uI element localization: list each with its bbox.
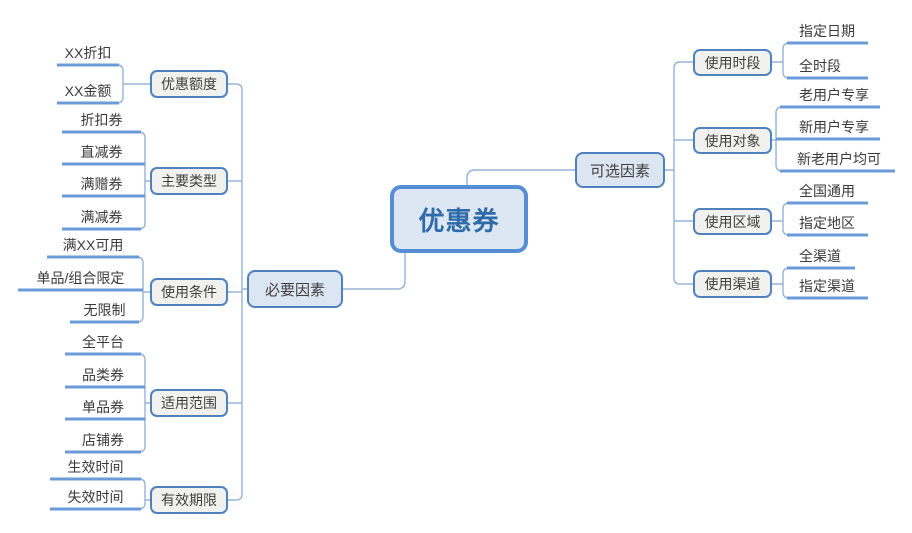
leaf-node-full-reduction-coupon[interactable]: 满减券 <box>80 209 123 225</box>
leaf-node-category-coupon[interactable]: 品类券 <box>82 367 124 383</box>
leaf-node-store-coupon[interactable]: 店铺券 <box>82 432 124 448</box>
topic-node-usage-region[interactable]: 使用区域 <box>693 208 772 235</box>
branch-node-required-factors[interactable]: 必要因素 <box>247 270 343 308</box>
topic-node-applicable-scope[interactable]: 适用范围 <box>150 389 228 417</box>
leaf-node-expiry-time[interactable]: 失效时间 <box>67 489 124 505</box>
leaf-node-specified-date[interactable]: 指定日期 <box>799 23 855 39</box>
leaf-node-full-gift-coupon[interactable]: 满赠券 <box>80 176 123 192</box>
leaf-node-discount-coupon[interactable]: 折扣券 <box>80 112 123 128</box>
leaf-node-old-user-exclusive[interactable]: 老用户专享 <box>799 87 869 103</box>
root-node-coupon[interactable]: 优惠券 <box>390 185 528 253</box>
leaf-node-effective-time[interactable]: 生效时间 <box>67 459 124 475</box>
leaf-node-nationwide[interactable]: 全国通用 <box>799 183 855 199</box>
leaf-node-all-time[interactable]: 全时段 <box>799 58 841 74</box>
leaf-node-single-item-coupon[interactable]: 单品券 <box>82 399 124 415</box>
leaf-node-specified-channel[interactable]: 指定渠道 <box>799 278 855 294</box>
branch-connectors <box>116 42 790 510</box>
topic-node-usage-channel[interactable]: 使用渠道 <box>693 270 772 298</box>
leaf-node-full-xx-usable[interactable]: 满XX可用 <box>62 237 124 253</box>
leaf-node-xx-amount[interactable]: XX金额 <box>64 83 112 99</box>
leaf-node-direct-reduction-coupon[interactable]: 直减券 <box>80 144 123 160</box>
topic-node-main-type[interactable]: 主要类型 <box>150 167 228 195</box>
leaf-node-all-channels[interactable]: 全渠道 <box>799 248 841 264</box>
topic-node-discount-amount[interactable]: 优惠额度 <box>150 70 228 98</box>
topic-node-usage-condition[interactable]: 使用条件 <box>150 278 228 306</box>
branch-node-optional-factors[interactable]: 可选因素 <box>575 152 665 188</box>
leaf-underlines <box>18 41 895 511</box>
leaf-node-xx-discount[interactable]: XX折扣 <box>64 45 112 61</box>
leaf-node-no-limit[interactable]: 无限制 <box>83 302 126 318</box>
leaf-node-all-users-allowed[interactable]: 新老用户均可 <box>797 151 881 167</box>
leaf-node-all-platform[interactable]: 全平台 <box>82 334 124 350</box>
topic-node-usage-target[interactable]: 使用对象 <box>693 127 772 154</box>
leaf-node-single-or-combo-limited[interactable]: 单品/组合限定 <box>36 270 125 286</box>
topic-node-usage-time[interactable]: 使用时段 <box>693 49 772 76</box>
leaf-node-specified-region[interactable]: 指定地区 <box>799 215 855 231</box>
topic-node-validity-period[interactable]: 有效期限 <box>150 486 228 514</box>
leaf-node-new-user-exclusive[interactable]: 新用户专享 <box>799 119 869 135</box>
